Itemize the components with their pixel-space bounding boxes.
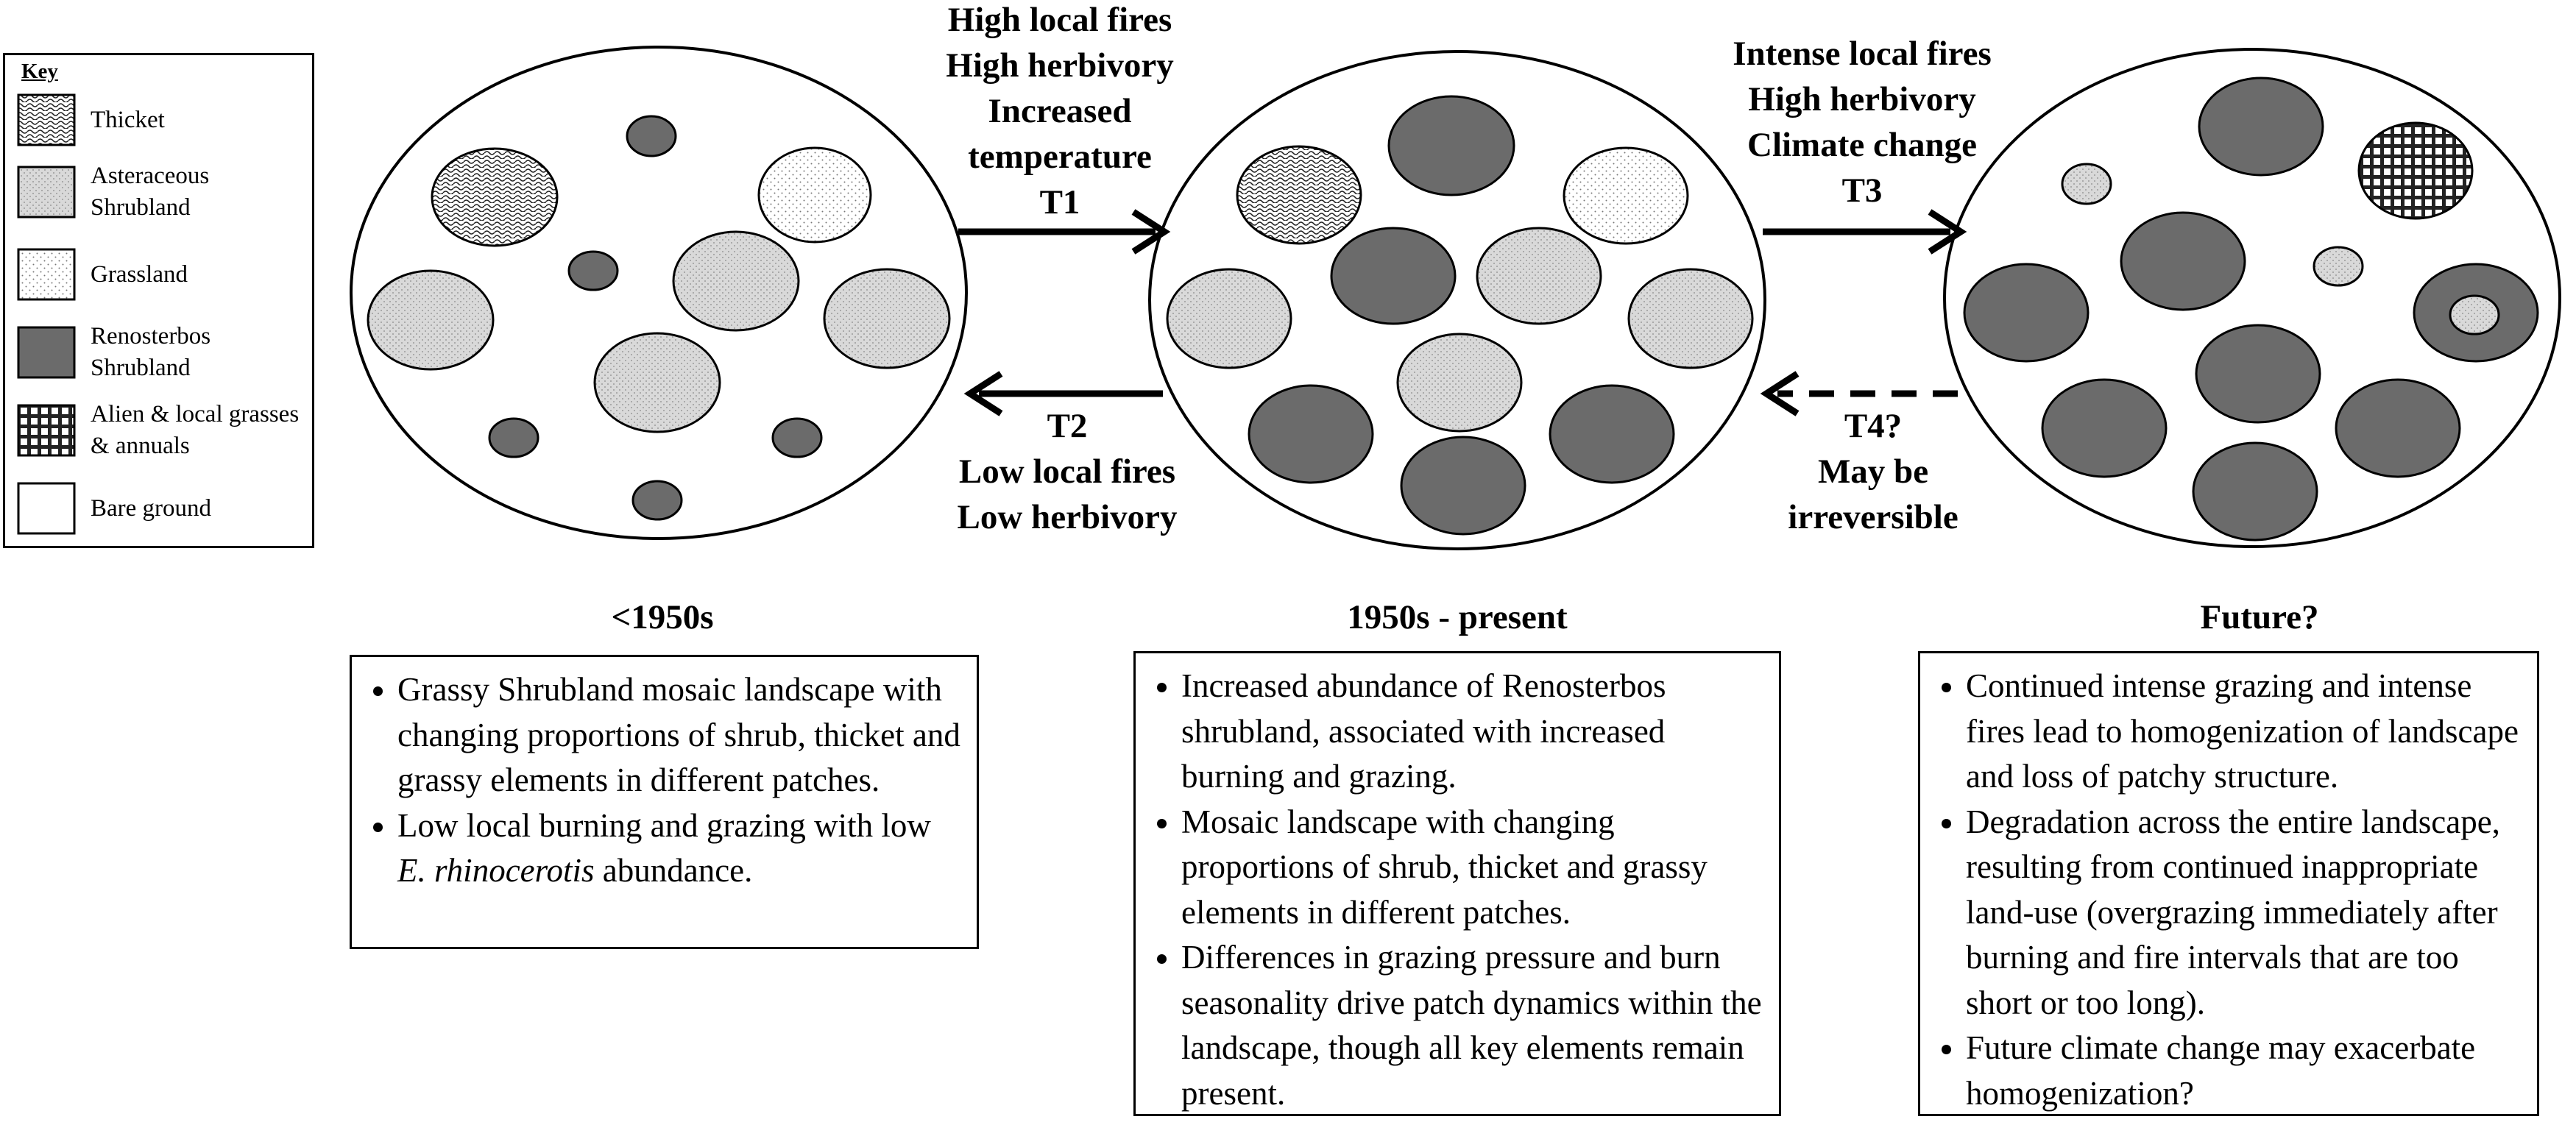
bullet-item: Grassy Shrubland mosaic landscape with c… bbox=[397, 667, 965, 803]
bullet-item: Mosaic landscape with changing proportio… bbox=[1181, 800, 1767, 936]
patch-renosterbos bbox=[2192, 441, 2318, 542]
arrow-t4-dashed bbox=[1760, 371, 1958, 416]
t4-conditions: T4? May be irreversible bbox=[1752, 403, 1995, 540]
description-present: Increased abundance of Renosterbos shrub… bbox=[1133, 651, 1781, 1116]
bare-ground-swatch bbox=[17, 482, 76, 535]
t1-line: temperature bbox=[968, 138, 1152, 176]
t2-conditions: T2 Low local fires Low herbivory bbox=[942, 403, 1192, 540]
period-label-present: 1950s - present bbox=[1347, 598, 1568, 636]
period-label-past: <1950s bbox=[611, 598, 714, 636]
asteraceous-swatch bbox=[17, 166, 76, 219]
key-item-asteraceous: Asteraceous Shrubland bbox=[17, 163, 311, 221]
key-label: Bare ground bbox=[91, 494, 212, 522]
patch-renosterbos bbox=[2198, 77, 2324, 177]
description-future: Continued intense grazing and intense fi… bbox=[1918, 651, 2539, 1116]
patch-asteraceous bbox=[2313, 246, 2364, 287]
bullet-item: Continued intense grazing and intense fi… bbox=[1966, 664, 2525, 800]
patch-asteraceous bbox=[367, 269, 495, 371]
t3-line: Intense local fires bbox=[1733, 35, 1992, 73]
bullet-item: Increased abundance of Renosterbos shrub… bbox=[1181, 664, 1767, 800]
t1-line: High local fires bbox=[947, 1, 1172, 39]
species-name: E. rhinocerotis bbox=[397, 852, 595, 889]
key-label: Grassland bbox=[91, 260, 188, 288]
renosterbos-swatch bbox=[17, 326, 76, 379]
patch-renosterbos bbox=[488, 417, 539, 458]
patch-asteraceous bbox=[1166, 268, 1292, 369]
patch-asteraceous bbox=[2061, 163, 2112, 205]
description-past: Grassy Shrubland mosaic landscape with c… bbox=[350, 655, 979, 949]
arrow-t2 bbox=[963, 371, 1163, 416]
key-label: Asteraceous Shrubland bbox=[91, 163, 210, 221]
patch-renosterbos bbox=[567, 250, 619, 291]
patch-asteraceous bbox=[823, 268, 951, 369]
key-item-thicket: Thicket bbox=[17, 93, 311, 146]
bullet-text: abundance. bbox=[594, 852, 753, 889]
patch-asteraceous bbox=[1476, 227, 1602, 325]
patch-thicket bbox=[1236, 145, 1362, 245]
key-item-renosterbos: Renosterbos Shrubland bbox=[17, 323, 311, 381]
patch-asteraceous bbox=[672, 230, 800, 332]
bullet-item: Future climate change may exacerbate hom… bbox=[1966, 1026, 2525, 1116]
patch-asteraceous bbox=[593, 332, 721, 433]
patch-alien bbox=[2357, 121, 2474, 220]
period-label-future: Future? bbox=[2200, 598, 2319, 636]
patch-asteraceous bbox=[2449, 294, 2500, 335]
key-label: Alien & local grasses & annuals bbox=[91, 401, 300, 459]
arrow-t1 bbox=[958, 209, 1171, 255]
bullet-item: Differences in grazing pressure and burn… bbox=[1181, 935, 1767, 1116]
thicket-swatch bbox=[17, 93, 76, 146]
t3-line: Climate change bbox=[1747, 126, 1977, 164]
t4-id: T4? bbox=[1844, 407, 1903, 445]
key-item-bare: Bare ground bbox=[17, 482, 311, 535]
patch-renosterbos bbox=[2120, 211, 2246, 311]
t2-line: Low local fires bbox=[958, 452, 1176, 491]
t2-id: T2 bbox=[1047, 407, 1088, 445]
t4-line: irreversible bbox=[1788, 498, 1958, 536]
bullet-item: Low local burning and grazing with low E… bbox=[397, 803, 965, 894]
alien-grasses-swatch bbox=[17, 404, 76, 457]
patch-grassland bbox=[1563, 146, 1689, 245]
patch-renosterbos bbox=[1963, 263, 2090, 363]
t1-conditions: High local fires High herbivory Increase… bbox=[935, 0, 1185, 225]
patch-renosterbos bbox=[771, 417, 823, 458]
patch-renosterbos bbox=[1387, 95, 1515, 196]
patch-thicket bbox=[431, 147, 559, 247]
bullet-item: Degradation across the entire landscape,… bbox=[1966, 800, 2525, 1026]
key-item-grassland: Grassland bbox=[17, 248, 311, 301]
legend-key: Key Thicket Asteraceous Shrubland Grassl… bbox=[3, 53, 314, 548]
t1-id: T1 bbox=[1039, 183, 1080, 221]
patch-renosterbos bbox=[631, 480, 683, 521]
t4-line: May be bbox=[1817, 452, 1929, 491]
patch-grassland bbox=[757, 146, 872, 244]
patch-renosterbos bbox=[1400, 436, 1526, 536]
grassland-swatch bbox=[17, 248, 76, 301]
key-label: Renosterbos Shrubland bbox=[91, 323, 211, 381]
t3-id: T3 bbox=[1841, 171, 1883, 210]
t3-conditions: Intense local fires High herbivory Clima… bbox=[1722, 31, 2002, 213]
patch-asteraceous bbox=[1627, 268, 1754, 369]
bullet-text: Low local burning and grazing with low bbox=[397, 806, 931, 844]
patch-renosterbos bbox=[1330, 227, 1457, 325]
key-label: Thicket bbox=[91, 106, 165, 133]
t3-line: High herbivory bbox=[1748, 80, 1976, 118]
patch-renosterbos bbox=[1549, 384, 1675, 484]
key-title: Key bbox=[21, 60, 58, 83]
t1-line: High herbivory bbox=[946, 46, 1174, 85]
patch-renosterbos bbox=[626, 115, 677, 157]
patch-renosterbos bbox=[2195, 324, 2321, 424]
patch-renosterbos bbox=[2041, 378, 2168, 478]
t2-line: Low herbivory bbox=[957, 498, 1178, 536]
patch-renosterbos bbox=[2335, 378, 2461, 478]
patch-asteraceous bbox=[1396, 333, 1523, 433]
key-item-alien: Alien & local grasses & annuals bbox=[17, 401, 311, 459]
arrow-t3 bbox=[1763, 209, 1967, 255]
patch-renosterbos bbox=[1248, 384, 1374, 484]
t1-line: Increased bbox=[988, 92, 1132, 130]
